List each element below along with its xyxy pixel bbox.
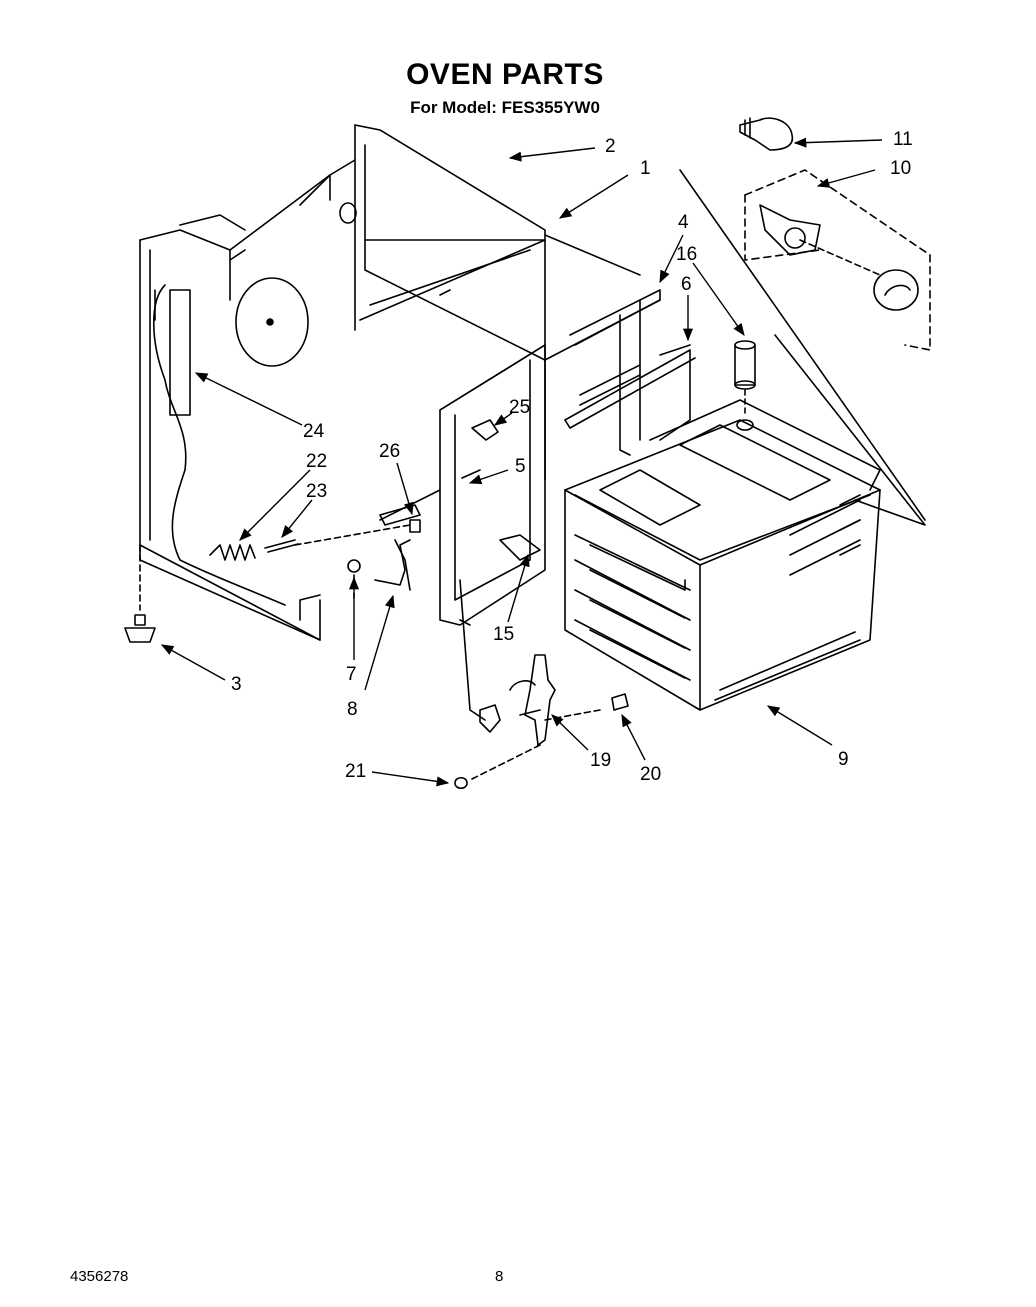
callout-9: 9: [838, 749, 849, 770]
callout-22: 22: [306, 451, 327, 472]
front-frame: [439, 344, 546, 626]
leader-line-8: [364, 594, 395, 691]
leader-line-11: [793, 137, 883, 148]
leader-line-23: [281, 499, 313, 538]
spring-and-pin: [209, 524, 411, 561]
callout-8: 8: [347, 699, 358, 720]
leader-line-20: [621, 713, 646, 761]
callout-19: 19: [590, 750, 611, 771]
leader-line-9: [766, 705, 833, 746]
page-number: 8: [495, 1268, 504, 1285]
reference-line: [679, 169, 926, 521]
leader-line-16: [692, 262, 745, 337]
leader-line-25: [493, 412, 513, 426]
document-number: 4356278: [70, 1268, 129, 1285]
reference-line: [774, 334, 926, 526]
leader-line-1: [558, 174, 629, 219]
leader-line-19: [551, 714, 589, 751]
callout-16: 16: [676, 244, 697, 265]
callout-3: 3: [231, 674, 242, 695]
oven-cavity: [564, 399, 881, 711]
callout-24: 24: [303, 421, 325, 442]
callout-2: 2: [605, 136, 616, 157]
back-panel-opening: [235, 277, 309, 367]
vent-hole: [339, 202, 357, 224]
leader-line-3: [160, 644, 226, 681]
callout-7: 7: [346, 664, 357, 685]
leader-line-22: [239, 469, 311, 541]
leader-line-21: [371, 771, 450, 787]
wire-harness: [153, 284, 286, 606]
leader-line-10: [816, 169, 876, 188]
callout-4: 4: [678, 212, 689, 233]
callout-1: 1: [640, 158, 651, 179]
callout-11: 11: [893, 129, 913, 150]
callout-26: 26: [379, 441, 400, 462]
leader-line-24: [194, 372, 303, 426]
callout-23: 23: [306, 481, 327, 502]
leader-line-5: [468, 469, 509, 485]
model-subtitle: For Model: FES355YW0: [410, 98, 600, 117]
leader-line-4: [659, 234, 684, 284]
light-assembly: [739, 117, 931, 351]
sensor-part: [734, 340, 756, 431]
callout-10: 10: [890, 158, 911, 179]
callout-6: 6: [681, 274, 692, 295]
leader-line-15: [507, 553, 530, 623]
callout-15: 15: [493, 624, 514, 645]
page-title: OVEN PARTS: [406, 58, 604, 91]
callout-21: 21: [345, 761, 366, 782]
latch-small-parts: [347, 504, 421, 601]
rack-frame: [564, 289, 696, 456]
callout-20: 20: [640, 764, 661, 785]
leveling-leg: [124, 544, 156, 643]
leader-line-2: [508, 147, 596, 162]
callout-25: 25: [509, 397, 530, 418]
door-latch-assembly: [454, 419, 629, 790]
callout-5: 5: [515, 456, 526, 477]
leader-line-26: [396, 462, 414, 516]
